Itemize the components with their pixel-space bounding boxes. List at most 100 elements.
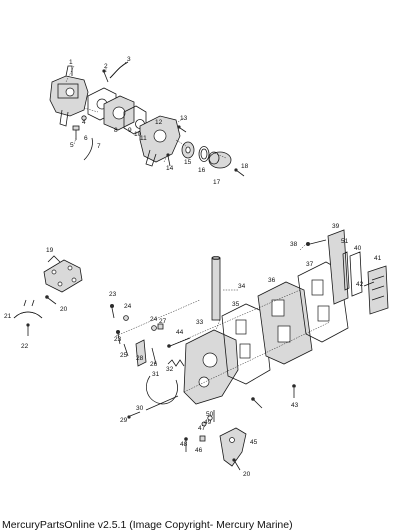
- callout-8: 8: [114, 127, 118, 134]
- ring-31[interactable]: [146, 375, 178, 405]
- lower-callouts: 19 20 21 22 23 23 24 24 25 26 27 28 29 3…: [4, 223, 382, 478]
- callout-47: 47: [198, 425, 206, 432]
- callout-5: 5: [70, 142, 74, 149]
- carburetor-linkage: [65, 65, 73, 77]
- intake-assembly: [183, 229, 389, 471]
- carburetor-throat: [65, 87, 75, 97]
- bracket-19[interactable]: [43, 259, 83, 293]
- callout-38: 38: [290, 241, 298, 248]
- bolt-center[interactable]: [251, 397, 255, 401]
- callout-10: 10: [134, 131, 142, 138]
- callout-23-b: 23: [114, 336, 122, 343]
- callout-2: 2: [104, 63, 108, 70]
- callout-34: 34: [238, 283, 246, 290]
- callout-42: 42: [356, 281, 364, 288]
- callout-19: 19: [46, 247, 54, 254]
- callout-16: 16: [198, 167, 206, 174]
- callout-28: 28: [136, 355, 144, 362]
- callout-49: 49: [204, 419, 212, 426]
- callout-32: 32: [166, 366, 174, 373]
- callout-40: 40: [354, 245, 362, 252]
- callout-33: 33: [196, 319, 204, 326]
- fuel-pump-cap[interactable]: [208, 151, 232, 169]
- callout-7: 7: [97, 143, 101, 150]
- callout-20-lower: 20: [243, 471, 251, 478]
- bracket-45[interactable]: [219, 427, 247, 467]
- callout-44: 44: [176, 329, 184, 336]
- screw-13[interactable]: [177, 125, 181, 129]
- washer-24-b[interactable]: [151, 325, 157, 331]
- gasket-35[interactable]: [221, 303, 271, 385]
- stop-42[interactable]: [363, 281, 375, 287]
- screw-14[interactable]: [166, 153, 170, 157]
- spring-32[interactable]: [167, 359, 185, 367]
- reed-40[interactable]: [349, 251, 363, 297]
- upper-callouts: 1 2 3 4 5 6 7 8 9 10 11 12 13 14 15 16 1…: [69, 56, 249, 186]
- callout-9: 9: [128, 127, 132, 134]
- upper-leader-lines: [65, 61, 227, 163]
- nut-27[interactable]: [157, 323, 164, 330]
- screw-48[interactable]: [184, 437, 188, 441]
- callout-26: 26: [150, 361, 158, 368]
- callout-4: 4: [82, 119, 86, 126]
- callout-13: 13: [180, 115, 188, 122]
- callout-25: 25: [120, 352, 128, 359]
- callout-30: 30: [136, 405, 144, 412]
- callout-27: 27: [159, 318, 167, 325]
- callout-21: 21: [4, 313, 12, 320]
- washer-6[interactable]: [81, 115, 87, 121]
- image-copyright-caption: MercuryPartsOnline v2.5.1 (Image Copyrig…: [2, 519, 293, 531]
- callout-45: 45: [250, 439, 258, 446]
- screw-20-lower[interactable]: [232, 458, 236, 462]
- callout-39: 39: [332, 223, 340, 230]
- callout-1: 1: [69, 59, 73, 66]
- nut-46[interactable]: [199, 435, 206, 442]
- callout-6: 6: [84, 135, 88, 142]
- screw-23-b[interactable]: [116, 330, 120, 334]
- hose-7[interactable]: [83, 137, 93, 161]
- reed-plate-36[interactable]: [257, 281, 313, 365]
- callout-22: 22: [21, 343, 29, 350]
- carburetor-drain: [59, 109, 69, 127]
- screw-38[interactable]: [306, 242, 310, 246]
- bracket-assembly: [13, 255, 83, 336]
- gasket-37[interactable]: [297, 261, 349, 343]
- reed-petals-41[interactable]: [367, 265, 389, 315]
- callout-15: 15: [184, 159, 192, 166]
- spring-16[interactable]: [198, 146, 210, 162]
- callout-36: 36: [268, 277, 276, 284]
- screw-2[interactable]: [103, 71, 109, 83]
- reed-stop-51[interactable]: [342, 251, 350, 291]
- screw-22[interactable]: [26, 323, 30, 327]
- callout-50: 50: [206, 411, 214, 418]
- screw-29[interactable]: [127, 415, 131, 419]
- callout-51: 51: [341, 238, 349, 245]
- callout-14: 14: [166, 165, 174, 172]
- callout-31: 31: [152, 371, 160, 378]
- stud-25[interactable]: [123, 343, 129, 357]
- rod-30[interactable]: [145, 395, 179, 411]
- screw-23-a[interactable]: [110, 304, 114, 308]
- carburetor-assembly: [49, 61, 245, 177]
- stud-26[interactable]: [151, 347, 157, 365]
- callout-23-a: 23: [109, 291, 117, 298]
- callout-18: 18: [241, 163, 249, 170]
- callout-24-b: 24: [150, 316, 158, 323]
- callout-46: 46: [195, 447, 203, 454]
- screw-18[interactable]: [234, 168, 238, 172]
- callout-20-upper: 20: [60, 306, 68, 313]
- washer-24-a[interactable]: [123, 315, 129, 321]
- callout-24-a: 24: [124, 303, 132, 310]
- callout-17: 17: [213, 179, 221, 186]
- washer-47[interactable]: [201, 421, 207, 427]
- callout-3: 3: [127, 56, 131, 63]
- tube-34[interactable]: [211, 257, 221, 321]
- callout-48: 48: [180, 441, 188, 448]
- bolt-44[interactable]: [167, 344, 171, 348]
- reed-block-39[interactable]: [327, 229, 349, 305]
- bolt-43[interactable]: [292, 384, 296, 388]
- plate-28[interactable]: [135, 339, 147, 367]
- screw-20-upper[interactable]: [45, 295, 49, 299]
- washer-49[interactable]: [207, 415, 213, 421]
